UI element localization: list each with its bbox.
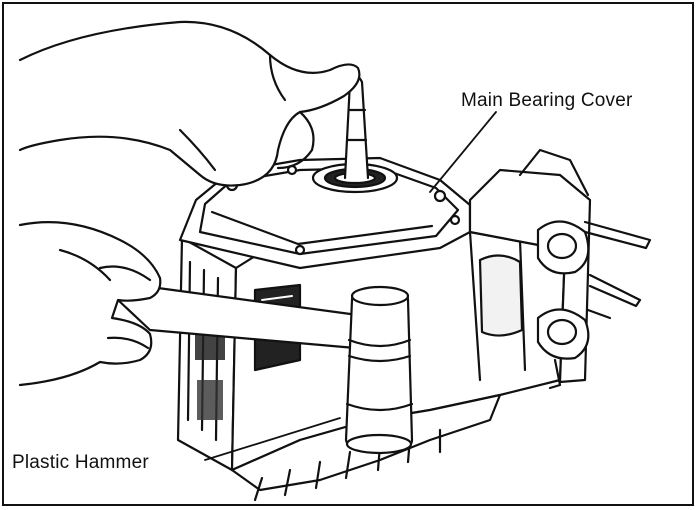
upper-hand: [18, 20, 361, 187]
cylinder-head: [468, 148, 652, 390]
label-main-bearing-cover: Main Bearing Cover: [461, 90, 633, 111]
leader-line-plastic-hammer: [204, 417, 341, 461]
lower-hand: [18, 221, 162, 387]
label-plastic-hammer: Plastic Hammer: [12, 452, 149, 473]
leader-line-main-bearing-cover: [429, 111, 497, 193]
plastic-hammer: [116, 285, 414, 455]
